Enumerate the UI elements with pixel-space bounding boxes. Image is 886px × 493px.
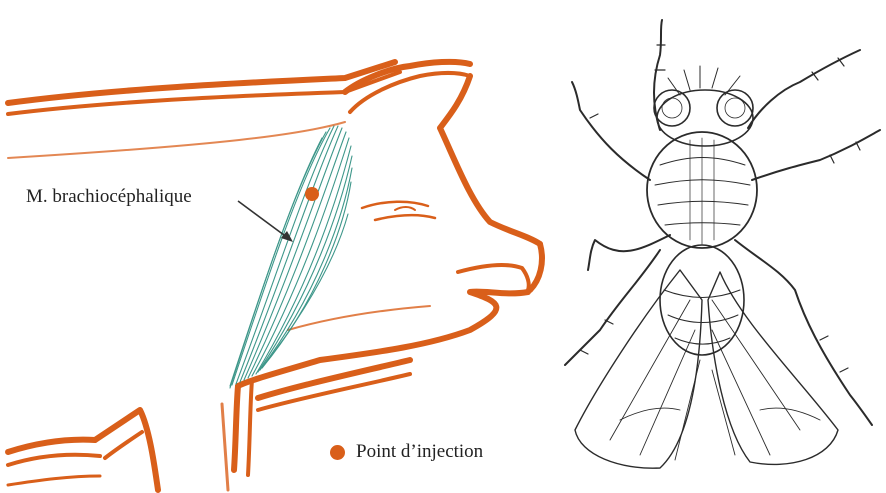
- label-leader-arrow: [238, 201, 293, 242]
- muscle-label: M. brachiocéphalique: [26, 186, 192, 208]
- fly-illustration: [565, 20, 880, 468]
- brachiocephalic-muscle-diagram: [230, 126, 352, 388]
- injection-legend: Point d’injection: [330, 441, 483, 463]
- injection-point-legend-icon: [330, 445, 345, 460]
- injection-legend-label: Point d’injection: [356, 441, 483, 463]
- injection-point-marker: [305, 187, 319, 201]
